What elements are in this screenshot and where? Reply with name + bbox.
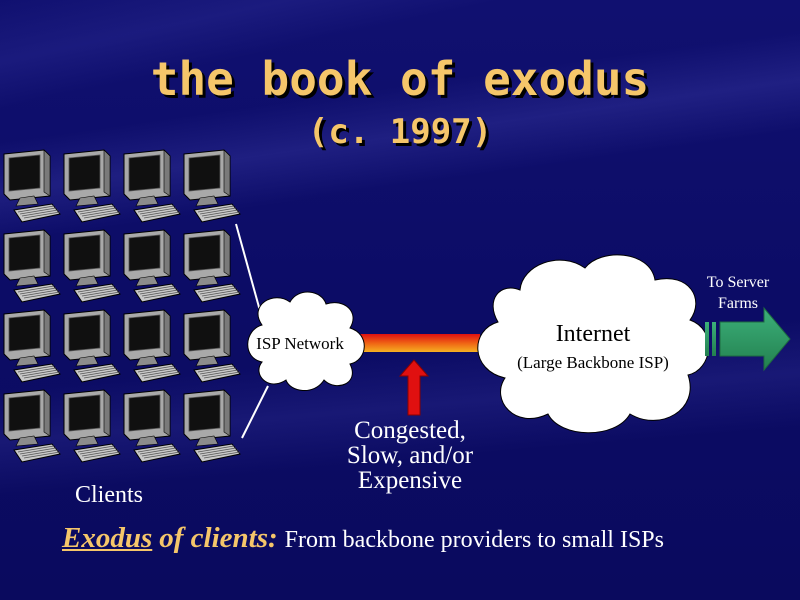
congested-label-line: Expensive — [357, 467, 463, 494]
cloud-icon — [477, 254, 709, 434]
desktop-computer-icon — [63, 229, 121, 303]
slide-caption: Exodus of clients: From backbone provide… — [62, 522, 664, 555]
desktop-computer-icon — [123, 229, 181, 303]
caption-joiner: of clients: — [159, 522, 278, 554]
internet-sub-label: (Large Backbone ISP) — [517, 353, 669, 372]
desktop-computer-icon — [123, 309, 181, 383]
internet-label: Internet — [555, 321, 631, 347]
desktop-computer-icon — [63, 309, 121, 383]
congested-label-line: Slow, and/or — [346, 442, 474, 469]
cloud-icon — [247, 291, 365, 391]
desktop-computer-icon — [3, 389, 61, 463]
congested-link-bar — [352, 334, 480, 352]
client-link-line-bottom — [241, 385, 269, 439]
desktop-computer-icon — [183, 389, 241, 463]
desktop-computer-icon — [123, 389, 181, 463]
right-arrow-icon — [705, 306, 791, 372]
desktop-computer-icon — [3, 149, 61, 223]
slide-subtitle: (c. 1997) — [307, 112, 493, 152]
clients-grid — [3, 149, 241, 463]
desktop-computer-icon — [3, 309, 61, 383]
desktop-computer-icon — [183, 309, 241, 383]
client-link-line-top — [235, 223, 263, 319]
caption-rest: From backbone providers to small ISPs — [284, 527, 664, 553]
clients-label: Clients — [75, 482, 144, 508]
up-arrow-icon — [398, 359, 430, 416]
desktop-computer-icon — [183, 229, 241, 303]
desktop-computer-icon — [123, 149, 181, 223]
congested-label: Congested, Slow, and/or Expensive — [330, 418, 490, 493]
desktop-computer-icon — [183, 149, 241, 223]
slide-title: the book of exodus — [150, 52, 650, 106]
server-farms-label: To Server Farms — [690, 272, 786, 314]
caption-term: Exodus — [62, 522, 153, 554]
desktop-computer-icon — [63, 149, 121, 223]
isp-network-label: ISP Network — [256, 334, 344, 353]
desktop-computer-icon — [63, 389, 121, 463]
server-farms-label-line: Farms — [718, 295, 758, 312]
congested-label-line: Congested, — [354, 417, 466, 444]
desktop-computer-icon — [3, 229, 61, 303]
server-farms-label-line: To Server — [706, 274, 770, 291]
